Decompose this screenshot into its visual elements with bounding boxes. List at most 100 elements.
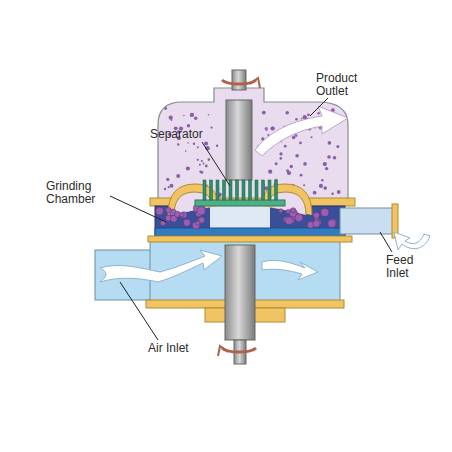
product-particles: [170, 184, 174, 188]
feed-particles: [197, 207, 205, 215]
product-particles: [290, 165, 293, 168]
product-particles: [323, 162, 327, 166]
part-label: Separator: [150, 128, 230, 141]
separator-rotor: [210, 180, 213, 200]
part-label: Feed Inlet: [386, 254, 426, 280]
lower-shaft: [225, 245, 255, 340]
part-label: Product Outlet: [316, 72, 372, 98]
product-particles: [169, 116, 173, 120]
product-particles: [193, 143, 195, 145]
product-particles: [171, 119, 173, 121]
rotation-arrows: [218, 346, 228, 356]
product-particles: [208, 114, 210, 116]
product-particles: [321, 179, 324, 182]
feed-particles: [286, 209, 290, 213]
part-label: Air Inlet: [148, 342, 228, 355]
product-particles: [303, 162, 307, 166]
product-particles: [284, 145, 287, 148]
grinding-chamber: [155, 228, 345, 236]
product-particles: [295, 154, 299, 158]
product-particles: [205, 165, 208, 168]
product-particles: [268, 170, 272, 174]
product-particles: [199, 170, 201, 172]
separator-rotor: [229, 180, 232, 200]
feed-particles: [329, 219, 337, 227]
feed-particles: [321, 208, 329, 216]
product-particles: [186, 166, 190, 170]
product-particles: [328, 141, 332, 145]
product-particles: [208, 158, 211, 161]
feed-particles: [156, 207, 164, 215]
feed-particles: [313, 212, 319, 218]
feed-particles: [196, 221, 200, 225]
product-particles: [325, 167, 328, 170]
upper-shaft: [232, 70, 246, 90]
separator-rotor: [249, 180, 252, 200]
upper-shaft: [226, 70, 252, 180]
rotation-arrows: [250, 78, 260, 88]
product-particles: [183, 115, 185, 117]
grinding-chamber: [210, 206, 270, 228]
air-flow-arrow: [262, 260, 318, 280]
product-particles: [323, 186, 327, 190]
product-particles: [279, 152, 282, 155]
separator-rotor: [255, 180, 258, 200]
feed-particles: [295, 214, 303, 222]
product-particles: [287, 171, 291, 175]
separator-rotor: [195, 180, 285, 206]
feed-particles: [180, 213, 184, 217]
feed-particles: [279, 209, 283, 213]
product-particles: [295, 118, 298, 121]
product-outlet-arrow: [255, 106, 348, 156]
product-particles: [333, 156, 337, 160]
product-particles: [211, 127, 213, 129]
product-particles: [203, 163, 205, 165]
separator-rotor: [195, 200, 285, 206]
product-particles: [337, 190, 341, 194]
leader-lines: [310, 98, 328, 116]
air-flow-arrow: [100, 250, 222, 282]
leader-lines: [380, 232, 392, 252]
leader-lines: [110, 196, 166, 222]
grinding-chamber: [148, 236, 352, 242]
product-particles: [201, 160, 203, 162]
feed-pipe: [340, 204, 430, 250]
product-particles: [176, 174, 180, 178]
separator-rotor: [223, 180, 226, 200]
feed-particles: [166, 207, 172, 213]
product-particles: [199, 164, 201, 166]
product-particles: [319, 184, 323, 188]
feed-particles: [285, 217, 293, 225]
product-particles: [271, 127, 275, 131]
product-particles: [285, 111, 289, 115]
product-particles: [301, 118, 303, 120]
product-particles: [262, 111, 266, 115]
air-flow-arrow: [100, 250, 318, 282]
product-particles: [216, 145, 218, 147]
product-particles: [331, 193, 334, 196]
product-outlet-arrow: [255, 106, 348, 156]
separator-rotor: [216, 180, 219, 200]
separator-rotor: [236, 180, 239, 200]
product-particles: [270, 126, 274, 130]
leader-lines: [120, 282, 158, 340]
product-particles: [190, 113, 194, 117]
leader-lines: [202, 142, 230, 186]
product-particles: [197, 159, 199, 161]
product-particles: [200, 171, 203, 174]
product-particles: [327, 155, 331, 159]
product-particles: [311, 136, 313, 138]
product-particles: [187, 142, 189, 144]
feed-pipe: [340, 208, 395, 234]
feed-particles: [291, 208, 296, 213]
product-particles: [204, 142, 208, 146]
separator-rotor: [268, 180, 271, 200]
product-particles: [265, 127, 268, 130]
product-particles: [307, 113, 310, 116]
lower-housing: [95, 240, 344, 322]
product-particles: [185, 150, 187, 152]
product-particles: [194, 117, 197, 120]
product-particles: [300, 174, 303, 177]
product-particles: [166, 178, 169, 181]
